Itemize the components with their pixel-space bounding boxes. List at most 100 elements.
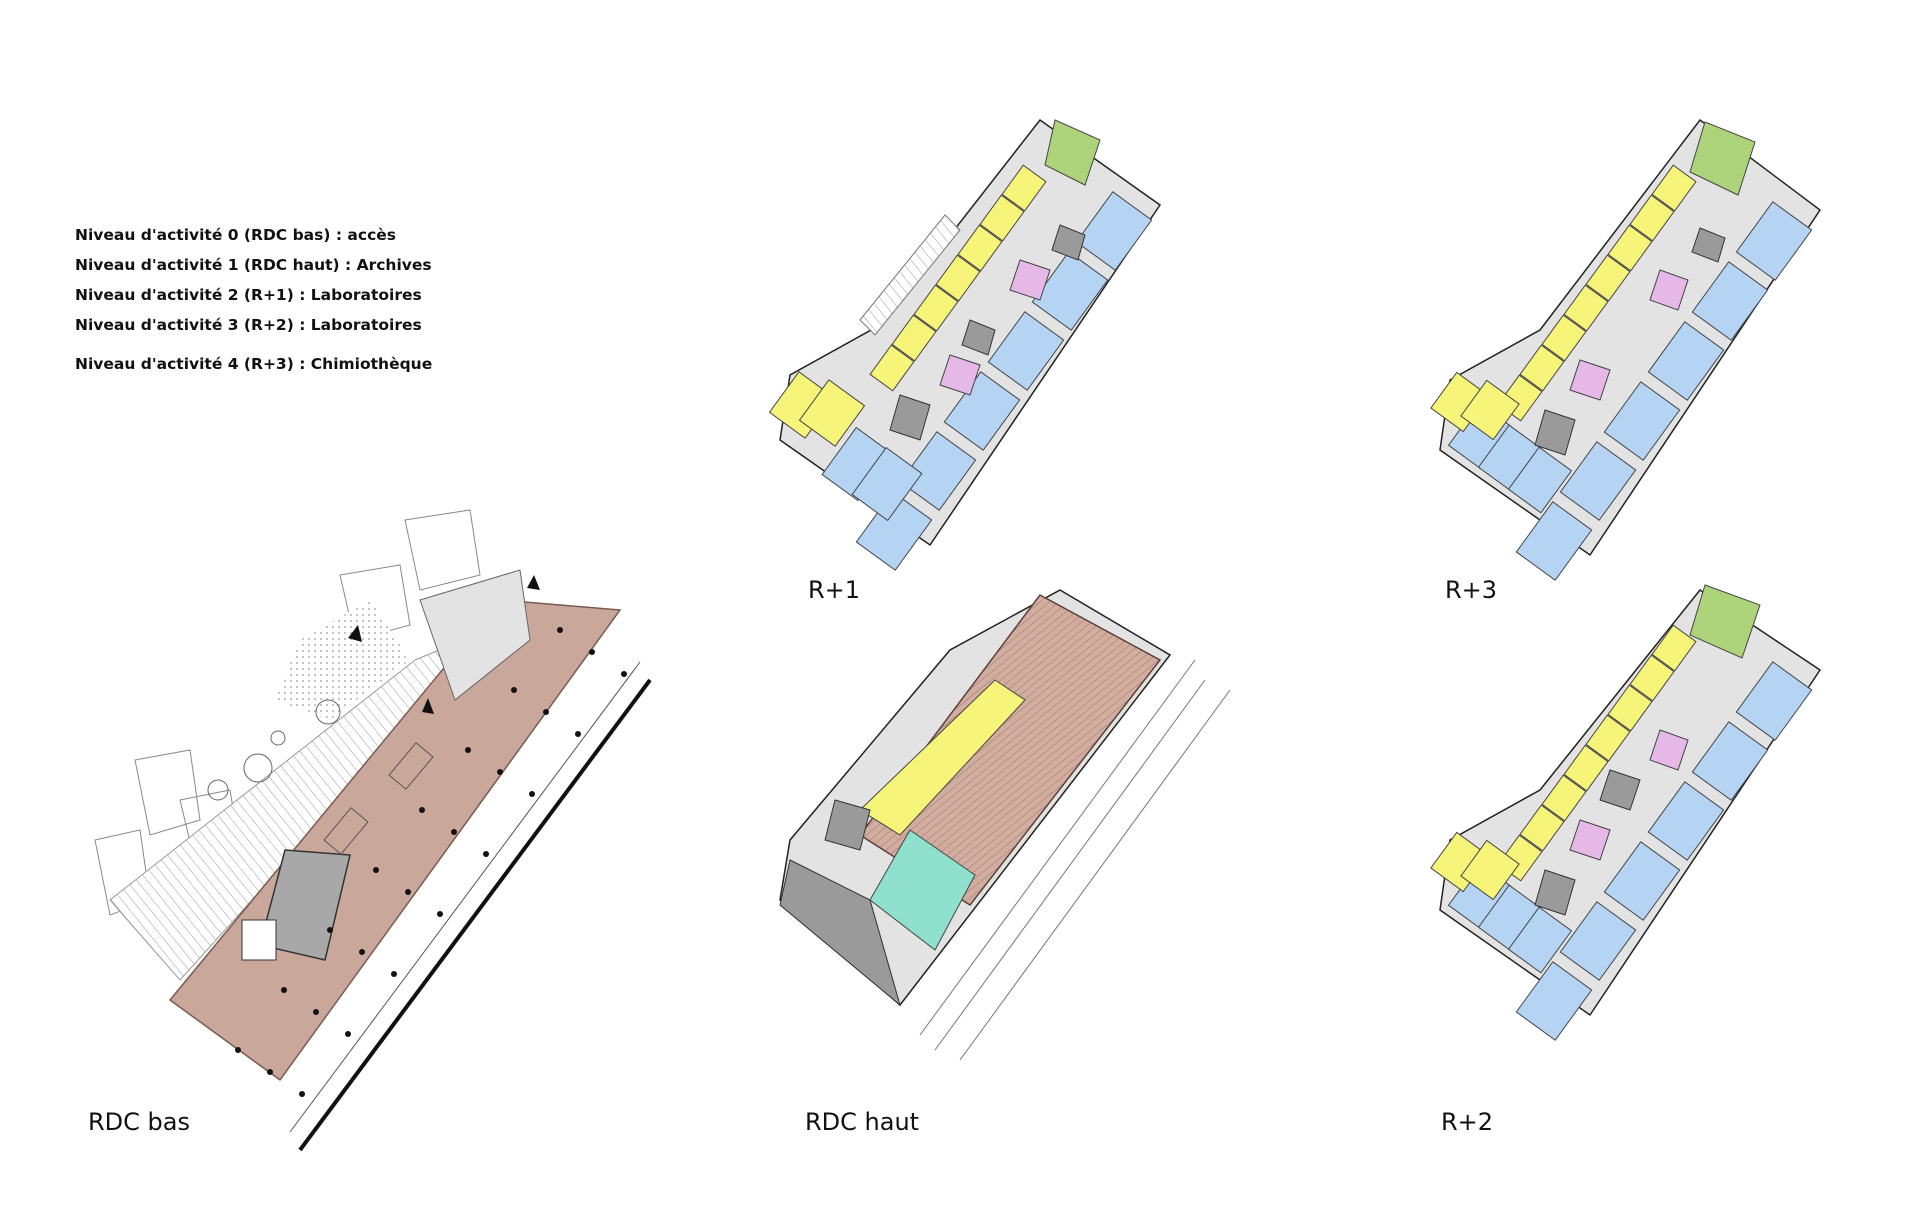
column-dot bbox=[543, 709, 549, 715]
column-dot bbox=[235, 1047, 241, 1053]
column-dot bbox=[373, 867, 379, 873]
office-room bbox=[1460, 839, 1520, 901]
facade-line bbox=[298, 678, 652, 1152]
r1-sanitary bbox=[961, 319, 996, 356]
column-dot bbox=[621, 671, 627, 677]
lab-room bbox=[1075, 191, 1153, 271]
caption-rdc-bas: RDC bas bbox=[88, 1108, 190, 1136]
r1-offices bbox=[768, 164, 1047, 447]
lab-room bbox=[1735, 201, 1813, 281]
office-room bbox=[1585, 714, 1631, 762]
office-room bbox=[935, 254, 981, 302]
entrance-arrow-icon bbox=[348, 625, 362, 642]
legend-item-level-1: Niveau d'activité 1 (RDC haut) : Archive… bbox=[75, 256, 432, 274]
r1-sanitary bbox=[889, 394, 931, 441]
entrance-zone bbox=[419, 569, 531, 701]
r2-sanitary bbox=[1599, 769, 1641, 811]
r1-technical-room bbox=[939, 354, 981, 396]
office-room bbox=[1460, 379, 1520, 441]
tree-icon bbox=[207, 699, 341, 801]
r3-laboratories bbox=[1447, 201, 1813, 581]
lab-room bbox=[1507, 906, 1573, 974]
office-room bbox=[1651, 164, 1697, 212]
plan-r3 bbox=[1430, 118, 1822, 581]
r1-storage bbox=[1044, 119, 1101, 186]
caption-rdc-haut: RDC haut bbox=[805, 1108, 920, 1136]
plan-r2 bbox=[1430, 584, 1822, 1041]
lab-room bbox=[1507, 446, 1573, 514]
facade-offset bbox=[289, 661, 641, 1133]
r3-sanitary bbox=[1534, 409, 1576, 456]
column-dot bbox=[281, 987, 287, 993]
office-room bbox=[1519, 804, 1565, 852]
column-dot bbox=[299, 1091, 305, 1097]
office-room bbox=[798, 379, 866, 447]
office-room bbox=[1629, 194, 1675, 242]
column-dot bbox=[419, 807, 425, 813]
office-room bbox=[979, 194, 1025, 242]
rdchaut-sanitary bbox=[824, 799, 871, 851]
office-room bbox=[1563, 284, 1609, 332]
lab-room bbox=[851, 446, 923, 522]
lab-room bbox=[1559, 901, 1637, 981]
column-dot bbox=[405, 889, 411, 895]
r3-sanitary bbox=[1691, 227, 1726, 263]
lab-room bbox=[1515, 961, 1593, 1041]
lab-room bbox=[855, 491, 933, 571]
lab-room bbox=[1691, 261, 1769, 341]
lab-room bbox=[1031, 251, 1109, 331]
caption-r1: R+1 bbox=[808, 576, 861, 604]
r2-technical-room bbox=[1649, 729, 1689, 771]
r1-stair-band bbox=[859, 214, 961, 336]
r3-technical-room bbox=[1649, 269, 1689, 311]
office-room bbox=[957, 224, 1003, 272]
column-dot bbox=[483, 851, 489, 857]
office-room bbox=[913, 284, 959, 332]
entrance-arrow-icon bbox=[422, 698, 434, 714]
office-room bbox=[891, 314, 937, 362]
column-dot bbox=[529, 791, 535, 797]
structural-columns bbox=[235, 627, 627, 1097]
lab-room bbox=[1515, 501, 1593, 581]
rdchaut-annex bbox=[869, 829, 976, 951]
lab-room bbox=[1735, 661, 1813, 741]
office-room bbox=[1651, 624, 1697, 672]
office-room bbox=[1607, 684, 1653, 732]
r2-technical-room bbox=[1569, 819, 1611, 861]
r1-laboratories bbox=[821, 191, 1153, 571]
office-room bbox=[1629, 654, 1675, 702]
plan-r1 bbox=[768, 118, 1162, 571]
column-dot bbox=[575, 731, 581, 737]
lab-room bbox=[1691, 721, 1769, 801]
lab-room bbox=[1647, 781, 1725, 861]
r3-offices bbox=[1430, 164, 1697, 441]
office-room bbox=[1607, 224, 1653, 272]
rdchaut-office-band bbox=[859, 679, 1026, 836]
lab-room bbox=[1559, 441, 1637, 521]
office-room bbox=[1519, 344, 1565, 392]
street-lines bbox=[919, 659, 1231, 1061]
legend-item-level-4: Niveau d'activité 4 (R+3) : Chimiothèque bbox=[75, 355, 433, 373]
r1-sanitary bbox=[1051, 224, 1086, 261]
lab-room bbox=[1603, 841, 1681, 921]
office-room bbox=[1541, 774, 1587, 822]
caption-r3: R+3 bbox=[1445, 576, 1498, 604]
stair-core bbox=[241, 919, 277, 961]
r3-technical-room bbox=[1569, 359, 1611, 401]
r1-technical-room bbox=[1009, 259, 1051, 301]
legend-item-level-3: Niveau d'activité 3 (R+2) : Laboratoires bbox=[75, 316, 422, 334]
rdchaut-technical-zone bbox=[779, 859, 901, 1007]
column-dot bbox=[391, 971, 397, 977]
column-dot bbox=[267, 1069, 273, 1075]
column-dot bbox=[359, 949, 365, 955]
plan-rdc-haut bbox=[779, 589, 1231, 1061]
lab-room bbox=[943, 371, 1021, 451]
column-dot bbox=[437, 911, 443, 917]
office-room bbox=[1585, 254, 1631, 302]
r3-building-outline bbox=[1439, 118, 1822, 557]
entrance-arrow-icon bbox=[527, 575, 540, 590]
column-dot bbox=[589, 649, 595, 655]
column-dot bbox=[511, 687, 517, 693]
column-dot bbox=[451, 829, 457, 835]
column-dot bbox=[465, 747, 471, 753]
